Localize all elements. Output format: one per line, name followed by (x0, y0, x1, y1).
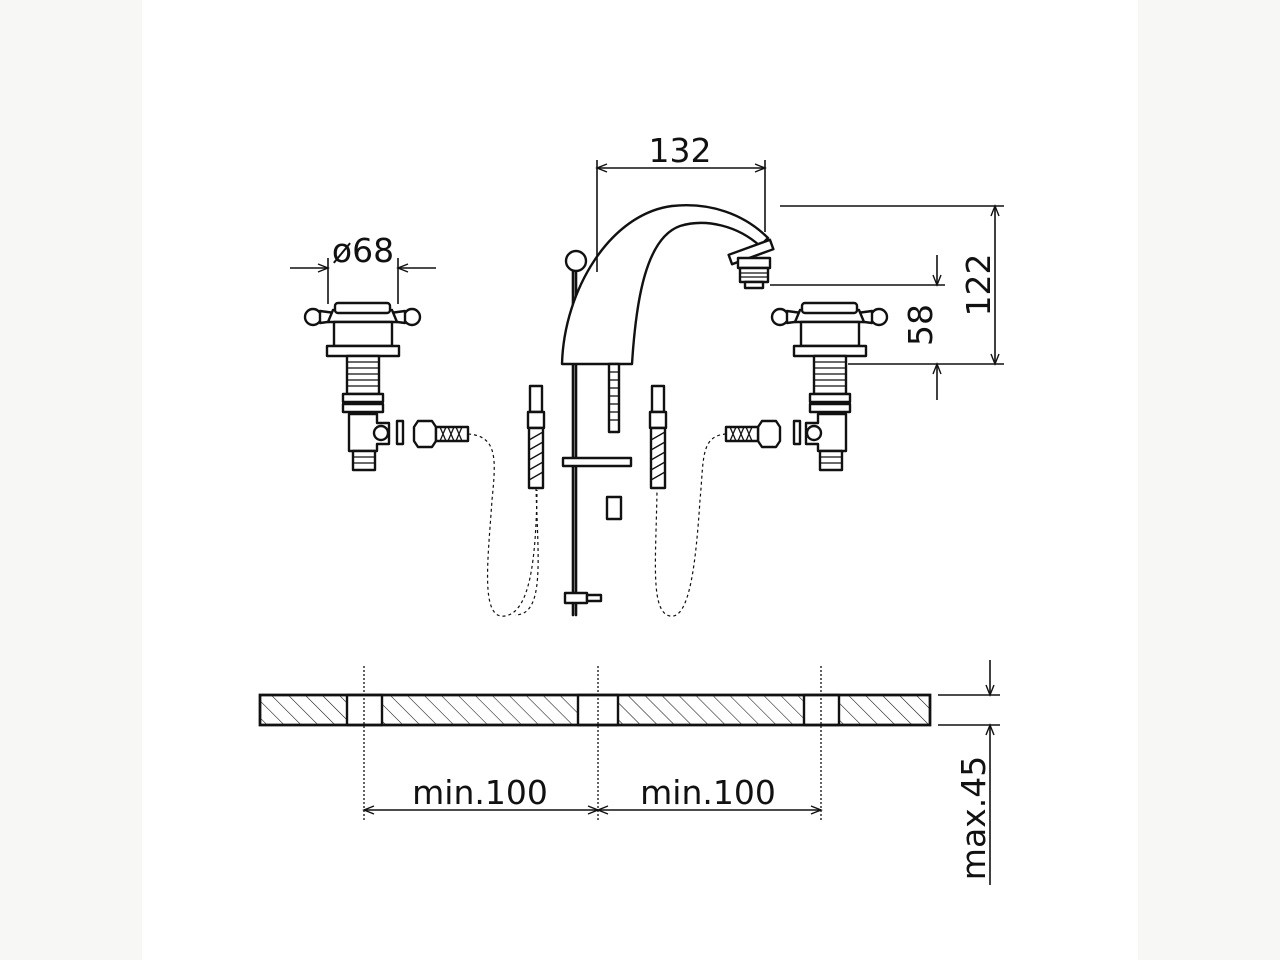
dim-handle-diameter-label: ø68 (332, 231, 394, 270)
dim-spout-reach-label: 132 (649, 131, 712, 170)
left-valve (303, 301, 538, 617)
bidet-spout (560, 204, 775, 617)
drawing-sheet (142, 0, 1138, 960)
dim-total-height-label: 122 (959, 254, 998, 317)
dimension-spout-reach: 132 (595, 131, 767, 272)
deck-section (258, 666, 932, 820)
dimension-deck-thickness: max.45 (938, 660, 1000, 885)
flexible-hoses (514, 384, 668, 616)
dimension-spacing-right: min.100 (596, 773, 823, 815)
dimension-total-height: 122 (780, 204, 1004, 366)
dimension-handle-diameter: ø68 (290, 231, 436, 304)
right-valve (654, 301, 889, 617)
dimension-spacing-left: min.100 (362, 773, 600, 815)
dim-deck-thickness-label: max.45 (954, 756, 993, 880)
dim-spacing-left-label: min.100 (412, 773, 548, 812)
dimension-outlet-height: 58 (770, 255, 945, 400)
dim-outlet-height-label: 58 (901, 304, 940, 346)
dim-spacing-right-label: min.100 (640, 773, 776, 812)
